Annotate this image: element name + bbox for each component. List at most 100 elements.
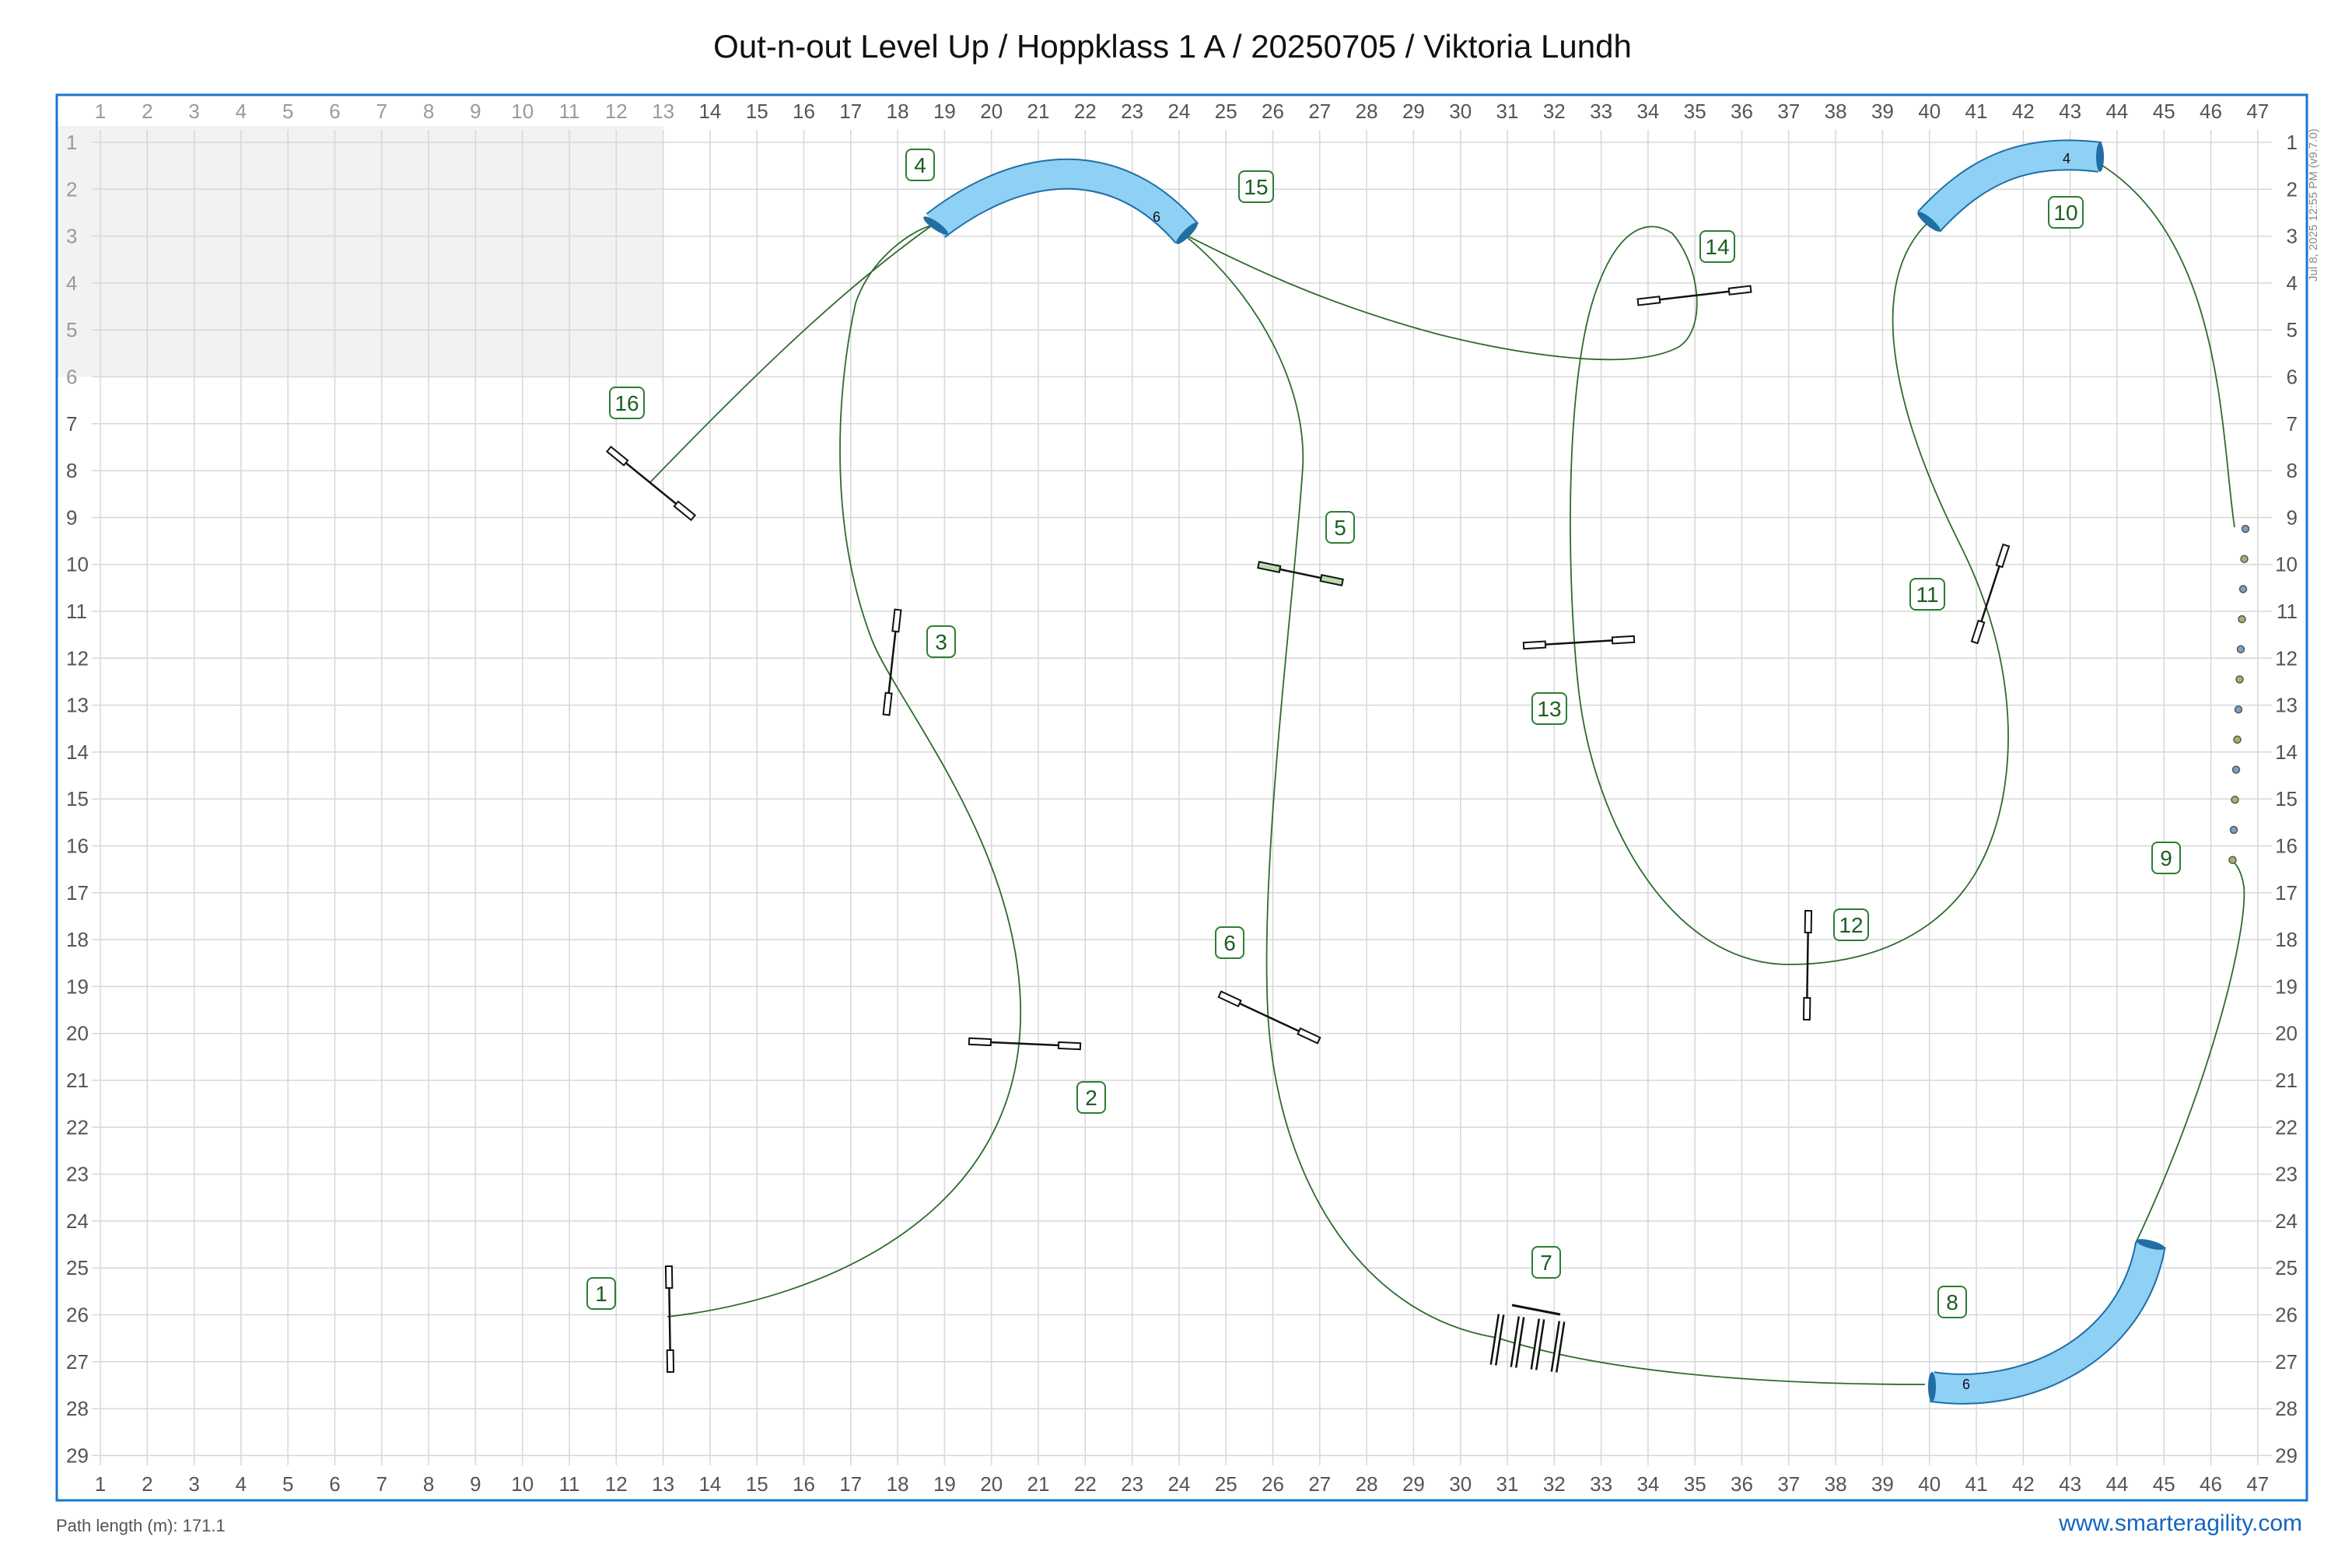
number-badge xyxy=(1531,1246,1561,1279)
path-segment xyxy=(2134,859,2245,1245)
row-label: 14 xyxy=(66,740,89,764)
number-text: 4 xyxy=(914,153,926,177)
number-text: 10 xyxy=(2053,201,2077,225)
column-label: 37 xyxy=(1777,1472,1800,1496)
column-label: 38 xyxy=(1825,1472,1847,1496)
jump-wing xyxy=(1636,296,1661,306)
row-label: 15 xyxy=(2275,787,2298,810)
path-segment xyxy=(649,225,933,483)
column-label: 6 xyxy=(329,100,340,123)
row-label: 15 xyxy=(66,787,89,810)
column-label: 33 xyxy=(1590,100,1612,123)
row-label: 9 xyxy=(66,506,77,529)
obstacles: 646 xyxy=(605,139,2250,1405)
number-badge xyxy=(1325,511,1355,544)
row-label: 13 xyxy=(2275,694,2298,717)
column-label: 13 xyxy=(652,1472,674,1496)
weave-pole xyxy=(2228,856,2237,864)
jump-wing xyxy=(891,608,902,633)
column-label: 20 xyxy=(980,100,1003,123)
column-label: 29 xyxy=(1402,100,1425,123)
column-label: 32 xyxy=(1543,1472,1566,1496)
tunnel-body xyxy=(1930,1241,2165,1403)
jump-5 xyxy=(1257,561,1344,586)
obstacle-number-12: 12 xyxy=(1833,908,1869,941)
row-label: 7 xyxy=(2287,412,2298,436)
jump-wing xyxy=(1804,909,1813,934)
column-label: 17 xyxy=(839,1472,862,1496)
row-label: 3 xyxy=(66,225,77,248)
column-label: 21 xyxy=(1027,100,1050,123)
row-label: 20 xyxy=(2275,1022,2298,1045)
path-segment xyxy=(1496,1337,1926,1385)
number-badge xyxy=(926,625,956,658)
jump-wing xyxy=(605,445,629,467)
column-label: 17 xyxy=(839,100,862,123)
brand-link[interactable]: www.smarteragility.com xyxy=(2059,1510,2302,1536)
weave-pole xyxy=(2241,524,2250,534)
number-badge xyxy=(1238,170,1274,203)
column-label: 18 xyxy=(887,100,909,123)
column-label: 14 xyxy=(698,100,721,123)
row-label: 1 xyxy=(66,131,77,154)
row-label: 29 xyxy=(66,1444,89,1467)
column-label: 19 xyxy=(933,100,956,123)
column-label: 24 xyxy=(1167,1472,1190,1496)
weave-pole xyxy=(2231,765,2241,774)
column-label: 34 xyxy=(1636,1472,1659,1496)
timestamp-version: Jul 8, 2025 12:55 PM (v9.7.0) xyxy=(2307,128,2320,282)
obstacle-number-14: 14 xyxy=(1699,230,1735,263)
row-label: 19 xyxy=(2275,975,2298,998)
number-badge xyxy=(1937,1286,1967,1318)
tunnel-end xyxy=(2096,142,2104,172)
weave-pole xyxy=(2231,796,2239,804)
number-badge xyxy=(1909,578,1945,611)
row-label: 11 xyxy=(2277,600,2298,623)
column-label: 16 xyxy=(793,100,815,123)
column-label: 24 xyxy=(1167,100,1190,123)
row-label: 18 xyxy=(66,928,89,951)
jump-12 xyxy=(1802,909,1813,1021)
column-label: 47 xyxy=(2246,100,2269,123)
column-label: 31 xyxy=(1496,100,1519,123)
tunnel-length: 6 xyxy=(1962,1377,1970,1392)
weave-pole xyxy=(2236,645,2245,654)
grid-layer xyxy=(55,93,2308,1502)
jump-wing xyxy=(1970,619,1986,645)
number-text: 1 xyxy=(595,1282,607,1306)
column-label: 7 xyxy=(376,1472,387,1496)
row-label: 29 xyxy=(2275,1444,2298,1467)
column-label: 4 xyxy=(236,100,247,123)
path-segment xyxy=(1181,233,1498,1339)
column-label: 42 xyxy=(2012,1472,2035,1496)
column-label: 20 xyxy=(980,1472,1003,1496)
shaded-area xyxy=(58,126,663,377)
column-label: 9 xyxy=(470,100,481,123)
obstacle-number-2: 2 xyxy=(1076,1081,1106,1114)
column-label: 39 xyxy=(1871,1472,1894,1496)
jump-wing xyxy=(673,500,697,522)
column-label: 30 xyxy=(1449,100,1472,123)
column-label: 2 xyxy=(142,100,152,123)
jump-wing xyxy=(1257,561,1282,574)
row-label: 27 xyxy=(2275,1350,2298,1374)
column-label: 25 xyxy=(1215,100,1237,123)
column-label: 14 xyxy=(698,1472,721,1496)
dog-path xyxy=(649,159,2245,1385)
column-label: 23 xyxy=(1121,100,1143,123)
number-text: 5 xyxy=(1334,516,1346,540)
column-label: 11 xyxy=(559,100,580,123)
row-label: 26 xyxy=(66,1304,89,1327)
number-text: 3 xyxy=(935,630,947,654)
jump-3 xyxy=(882,608,902,716)
column-label: 30 xyxy=(1449,1472,1472,1496)
tunnel-10: 4 xyxy=(1917,139,2104,233)
course-frame xyxy=(55,93,2308,1502)
column-label: 46 xyxy=(2200,100,2222,123)
row-label: 27 xyxy=(66,1350,89,1374)
column-label: 46 xyxy=(2200,1472,2222,1496)
tunnel-8: 6 xyxy=(1928,1239,2166,1405)
obstacle-number-9: 9 xyxy=(2151,842,2181,874)
panel-bar-inner xyxy=(1512,1316,1523,1368)
